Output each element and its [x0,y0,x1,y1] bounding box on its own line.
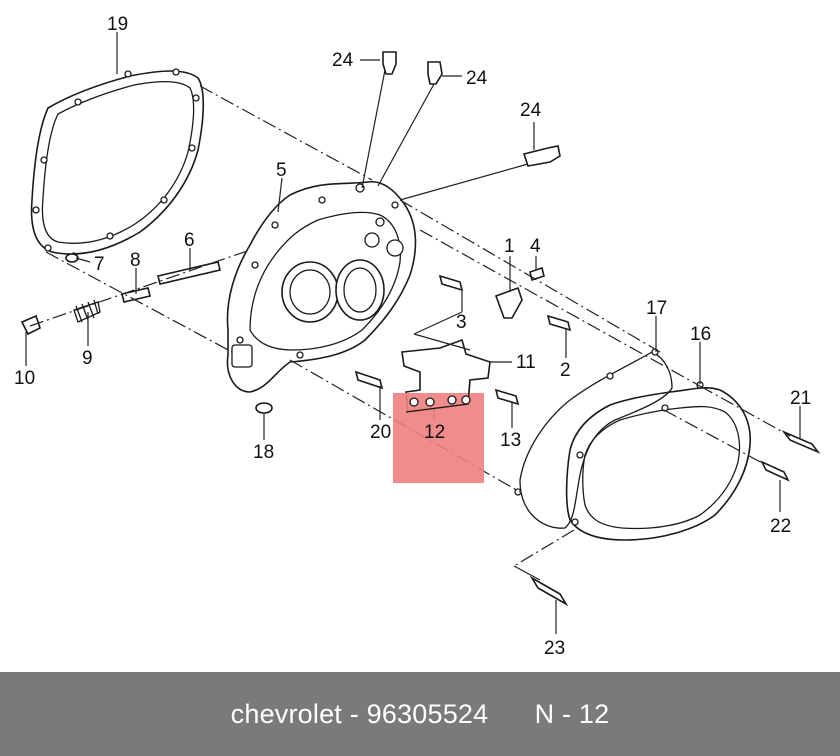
part-12-bracket-overlay [405,379,471,413]
callout-4: 4 [530,236,541,257]
callout-12: 12 [424,422,445,443]
small-parts [20,51,821,607]
callout-24c: 24 [520,100,542,121]
callout-21: 21 [790,388,811,409]
callout-labels: 19 24 24 24 5 6 7 8 9 10 1 4 3 2 11 17 1… [14,14,811,659]
ref-separator: - [554,698,579,729]
callout-17: 17 [646,298,667,319]
ref-prefix: N [534,698,555,729]
callout-9: 9 [82,348,93,369]
callout-7: 7 [94,254,105,275]
callout-3: 3 [456,312,467,333]
callout-24b: 24 [466,68,488,89]
callout-8: 8 [130,250,141,271]
gasket-19 [30,68,205,260]
brand-name: chevrolet [230,698,343,729]
part-number: 96305524 [366,698,489,729]
gasket-17 [514,348,673,529]
part-caption-bar: chevrolet - 96305524 N - 12 [0,672,840,756]
callout-1: 1 [504,236,515,257]
callout-11: 11 [516,352,536,373]
callout-16: 16 [690,324,711,345]
callout-5: 5 [276,160,287,181]
ref-number: 12 [578,698,610,729]
exploded-parts-diagram: 19 24 24 24 5 6 7 8 9 10 1 4 3 2 11 17 1… [14,14,821,659]
caption-gap [488,699,534,730]
callout-24a: 24 [332,50,354,71]
callout-18: 18 [253,442,274,463]
callout-19: 19 [107,14,128,35]
cover-16 [565,381,751,541]
cover-5 [226,180,417,393]
caption-separator: - [342,698,367,729]
callout-20: 20 [370,422,391,443]
callout-22: 22 [770,516,791,537]
callout-10: 10 [14,368,35,389]
callout-13: 13 [500,430,521,451]
callout-2: 2 [560,360,571,381]
leader-lines [25,32,801,634]
callout-23: 23 [544,638,565,659]
callout-6: 6 [184,230,195,251]
